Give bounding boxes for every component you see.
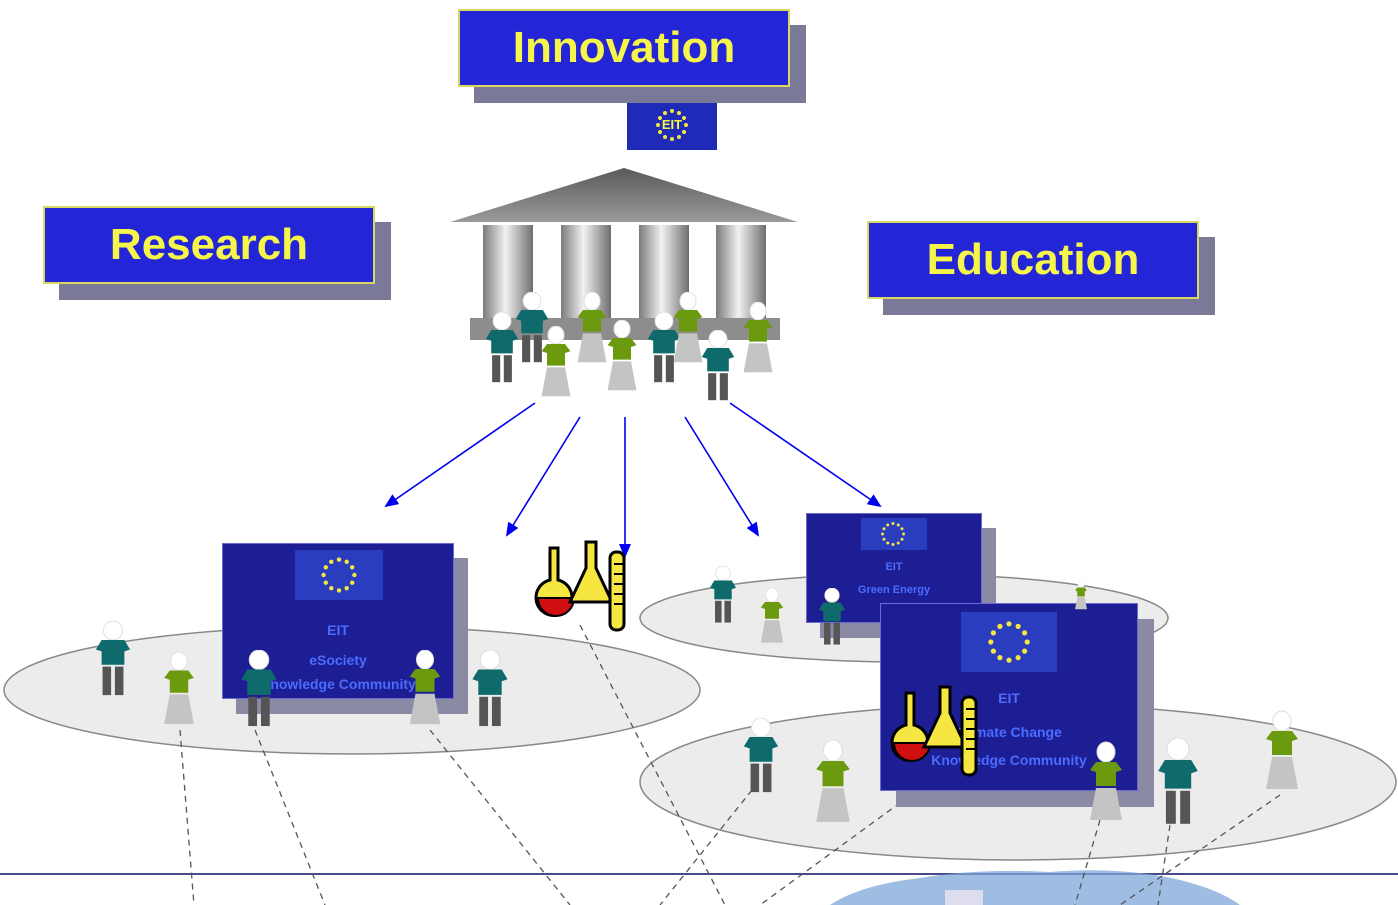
research-header-label: Research (109, 220, 309, 269)
esociety-label-community: Knowledge Community (260, 676, 416, 692)
green-energy-label-name: Green Energy (857, 584, 931, 596)
eu-flag-icon (861, 518, 927, 550)
distribution-arrows (384, 402, 882, 558)
eit-badge-label: EIT (661, 117, 683, 132)
climate-panel: EIT Climate Change Knowledge Community (880, 603, 1138, 791)
education-header-label: Education (926, 235, 1140, 284)
eu-flag-icon (295, 550, 383, 600)
green-energy-label-eit: EIT (885, 561, 903, 573)
climate-label-name: Climate Change (956, 724, 1062, 740)
climate-label-eit: EIT (998, 690, 1020, 706)
research-header: Research (43, 206, 375, 284)
eu-flag-icon (961, 612, 1057, 672)
globe-fragment (830, 870, 1240, 905)
esociety-label-eit: EIT (327, 622, 349, 638)
temple-icon (450, 168, 798, 340)
esociety-panel: EIT eSociety Knowledge Community (222, 543, 454, 699)
eit-badge: EIT (627, 103, 717, 150)
esociety-label-name: eSociety (309, 652, 367, 668)
innovation-header: Innovation (458, 9, 790, 87)
education-header: Education (867, 221, 1199, 299)
innovation-header-label: Innovation (512, 23, 736, 72)
small-temple-icon (945, 890, 983, 905)
climate-label-community: Knowledge Community (931, 752, 1087, 768)
